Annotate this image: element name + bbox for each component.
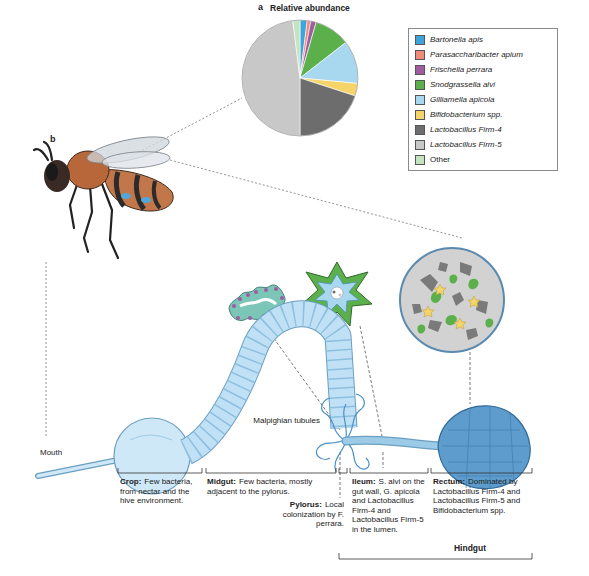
legend-swatch [415, 65, 425, 75]
pie-slice [300, 78, 355, 136]
section-leaders [262, 322, 470, 498]
label-text: Malpighian tubules [253, 416, 320, 425]
caption-text: Hindgut [440, 543, 500, 553]
pie-chart [242, 20, 358, 136]
legend-item: Bifidobacterium spp. [415, 107, 557, 122]
rectum-cross-section [400, 248, 504, 352]
caption-text: b [50, 134, 64, 145]
legend-swatch [415, 35, 425, 45]
caption-text: Pylorus:Local colonization by F. perrara… [280, 500, 344, 529]
legend-item: Frischella perrara [415, 62, 557, 77]
label-text: Hindgut [454, 543, 486, 553]
label-text: b [50, 134, 56, 144]
leader-lines [46, 98, 462, 438]
caption-text: Ileum:S. alvi on the gut wall, G. apicol… [352, 477, 428, 535]
legend-text: Bartonella apis [430, 32, 483, 47]
brackets [118, 468, 532, 559]
legend-item: Parasaccharibacter apium [415, 47, 557, 62]
legend-swatch [415, 125, 425, 135]
label-text: a [258, 2, 263, 12]
legend-text: Lactobacillus Firm-5 [430, 137, 502, 152]
legend-swatch [415, 50, 425, 60]
label-text: Mouth [40, 448, 62, 457]
pie-slice [242, 20, 300, 136]
legend-item: Other [415, 152, 557, 167]
caption-heading: Ileum: [352, 477, 376, 486]
caption-heading: Rectum: [433, 477, 465, 486]
legend-item: Lactobacillus Firm-5 [415, 137, 557, 152]
legend-text: Lactobacillus Firm-4 [430, 122, 502, 137]
caption-text: Rectum:Dominated by Lactobacillus Firm-4… [433, 477, 532, 515]
pie-slice [300, 42, 358, 83]
bee-illustration [34, 131, 173, 258]
legend-text: Bifidobacterium spp. [430, 107, 502, 122]
legend-item: Snodgrassella alvi [415, 77, 557, 92]
caption-text: Relative abundance [270, 3, 380, 13]
legend-swatch [415, 95, 425, 105]
legend-item: Gilliamella apicola [415, 92, 557, 107]
legend-text: Other [430, 152, 450, 167]
caption-text: Midgut:Few bacteria, mostly adjacent to … [207, 477, 337, 496]
legend-swatch [415, 140, 425, 150]
caption-text: Malpighian tubules [232, 416, 320, 426]
legend-text: Snodgrassella alvi [430, 77, 495, 92]
gut-illustration [38, 314, 530, 494]
legend-item: Bartonella apis [415, 32, 557, 47]
pie-outline [242, 20, 358, 136]
legend-swatch [415, 155, 425, 165]
caption-heading: Midgut: [207, 477, 236, 486]
legend-text: Parasaccharibacter apium [430, 47, 523, 62]
legend-swatch [415, 110, 425, 120]
malpighian-tubules [316, 394, 369, 472]
pie-slice [293, 20, 300, 78]
legend-box: Bartonella apisParasaccharibacter apiumF… [408, 28, 558, 171]
legend-text: Gilliamella apicola [430, 92, 494, 107]
caption-text: Mouth [40, 448, 80, 458]
legend-item: Lactobacillus Firm-4 [415, 122, 557, 137]
legend-swatch [415, 80, 425, 90]
caption-text: Crop:Few bacteria, from nectar and the h… [120, 477, 204, 506]
legend-text: Frischella perrara [430, 62, 492, 77]
caption-heading: Crop: [120, 477, 141, 486]
label-text: Relative abundance [270, 3, 350, 13]
caption-text: a [258, 2, 270, 13]
caption-heading: Pylorus: [290, 500, 322, 509]
